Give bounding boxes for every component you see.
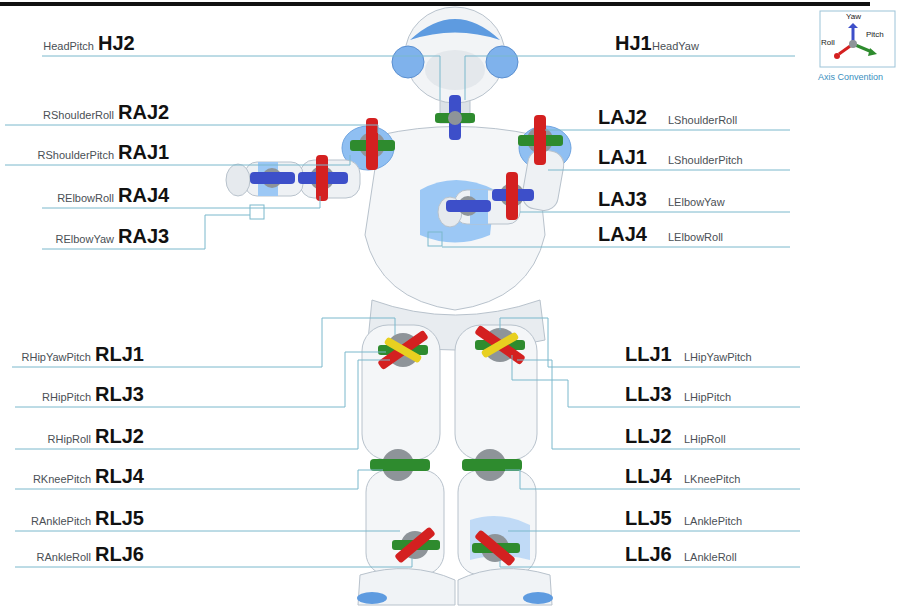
joint-code: LLJ6 xyxy=(625,543,672,565)
joint-code: LLJ5 xyxy=(625,507,672,529)
joint-name: LKneePitch xyxy=(684,473,740,486)
axis-caption: Axis Convention xyxy=(818,72,883,82)
joint-name: HeadYaw xyxy=(652,40,699,53)
joint-name: RKneePitch xyxy=(33,473,91,486)
joint-code: LAJ4 xyxy=(598,223,647,245)
joint-code: LLJ2 xyxy=(625,425,672,447)
joint-name: LElbowYaw xyxy=(668,196,725,209)
joint-name: RHipYawPitch xyxy=(22,351,92,364)
joint-code: RLJ6 xyxy=(95,543,144,565)
joint-code: LAJ1 xyxy=(598,146,647,168)
joint-code: LLJ3 xyxy=(625,383,672,405)
joint-name: RElbowYaw xyxy=(56,233,115,246)
joint-name: LHipPitch xyxy=(684,391,731,404)
axis-name: Yaw xyxy=(846,12,861,21)
joint-code: RLJ2 xyxy=(95,425,144,447)
joint-code: RLJ5 xyxy=(95,507,144,529)
joint-code: RAJ4 xyxy=(118,184,169,206)
joint-code: HJ2 xyxy=(98,32,135,54)
joint-code: LAJ3 xyxy=(598,188,647,210)
joint-code: RLJ3 xyxy=(95,383,144,405)
joint-name: LHipYawPitch xyxy=(684,351,752,364)
joint-code: RAJ2 xyxy=(118,101,169,123)
joint-name: LHipRoll xyxy=(684,433,726,446)
joint-code: HJ1 xyxy=(615,32,652,54)
joint-code: RAJ1 xyxy=(118,141,169,163)
joint-code: RLJ4 xyxy=(95,465,144,487)
joint-name: LElbowRoll xyxy=(668,231,723,244)
joint-code: RAJ3 xyxy=(118,225,169,247)
joint-name: LAnklePitch xyxy=(684,515,742,528)
joint-code: LAJ2 xyxy=(598,106,647,128)
joint-name: HeadPitch xyxy=(43,40,94,53)
joint-name: RShoulderPitch xyxy=(38,149,114,162)
axis-convention-box: YawRoll PitchAxis Convention xyxy=(818,10,898,82)
joint-name: RAnkleRoll xyxy=(37,551,91,564)
joint-name: RElbowRoll xyxy=(57,192,114,205)
axis-name: Pitch xyxy=(866,30,884,39)
joint-name: LAnkleRoll xyxy=(684,551,737,564)
joint-code: LLJ4 xyxy=(625,465,672,487)
joint-name: RAnklePitch xyxy=(31,515,91,528)
joint-name: RHipPitch xyxy=(42,391,91,404)
joint-name: LShoulderRoll xyxy=(668,114,737,127)
joint-name: RHipRoll xyxy=(48,433,91,446)
joint-code: LLJ1 xyxy=(625,343,672,365)
axis-name: Roll xyxy=(821,38,835,47)
joint-name: LShoulderPitch xyxy=(668,154,743,167)
joint-code: RLJ1 xyxy=(95,343,144,365)
joint-name: RShoulderRoll xyxy=(43,109,114,122)
